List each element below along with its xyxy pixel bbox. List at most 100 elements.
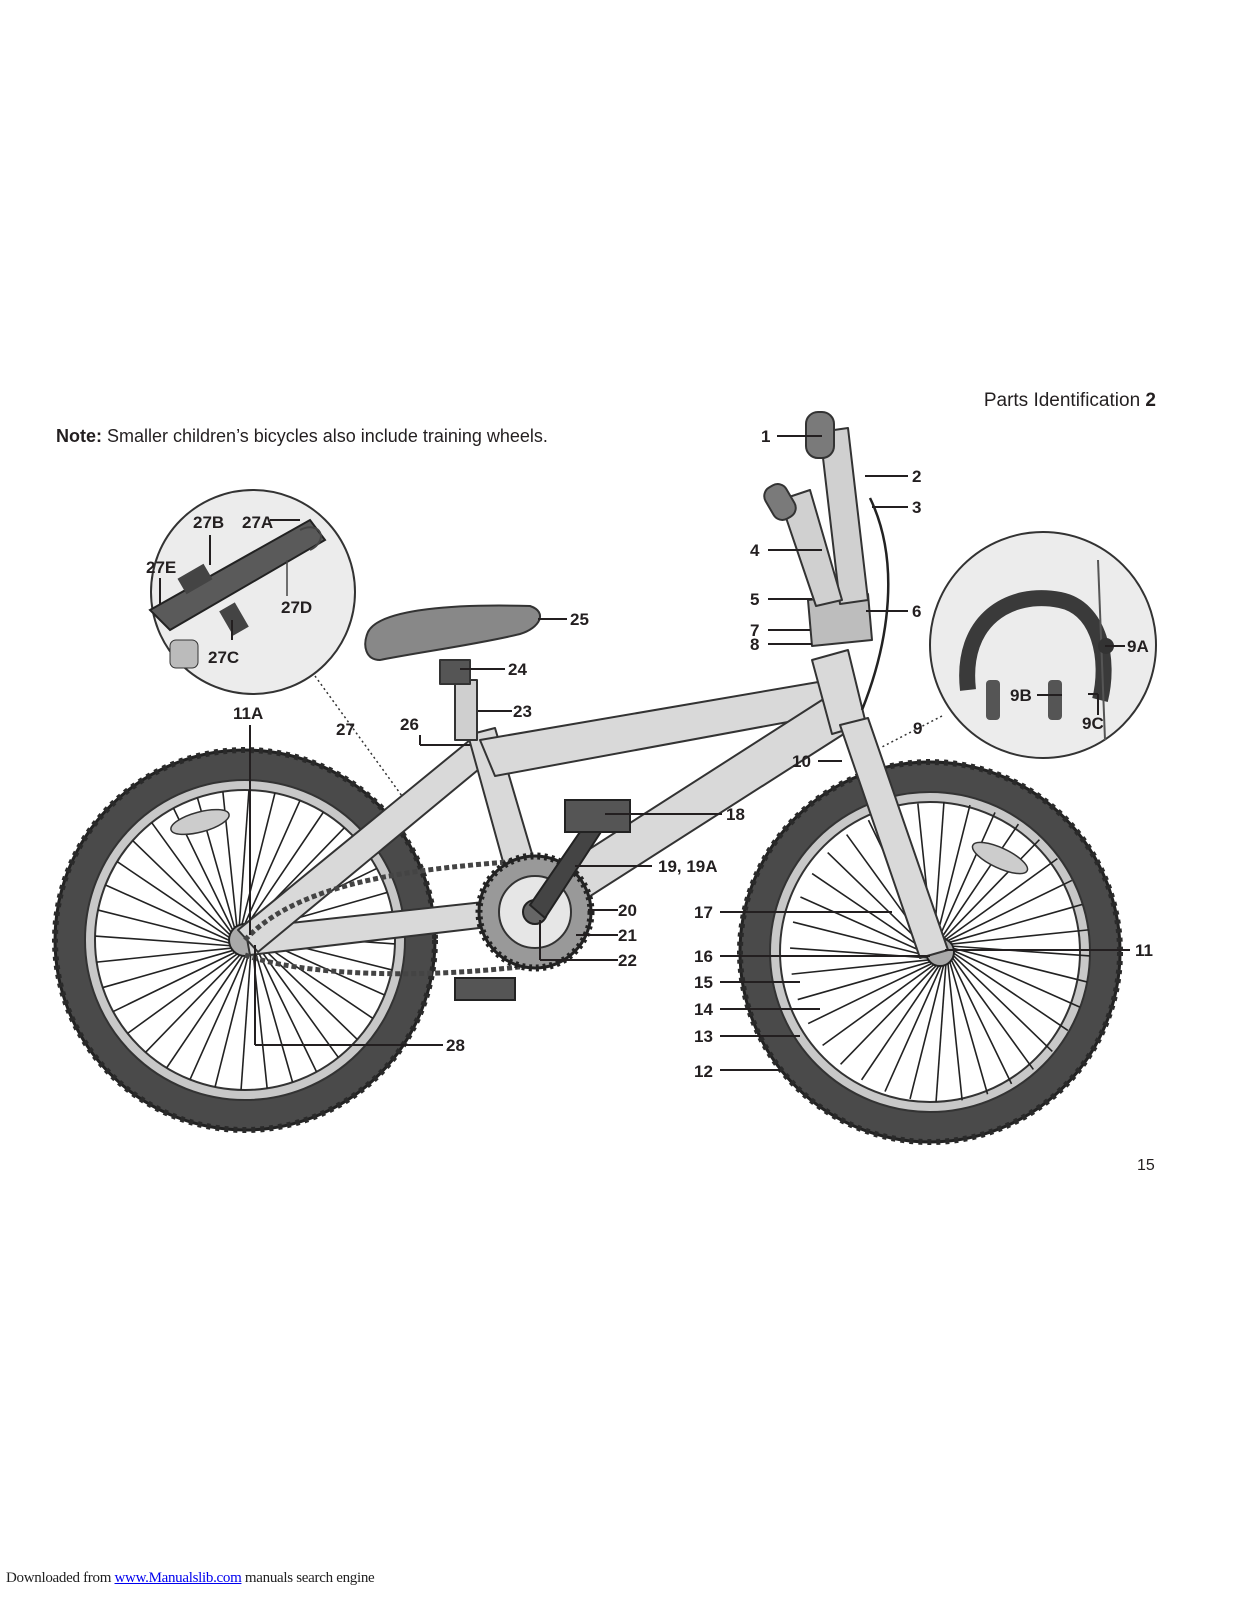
section-header: Parts Identification 2 [984, 390, 1156, 412]
page-number: 15 [1137, 1157, 1155, 1174]
label-27A: 27A [242, 513, 273, 532]
label-20: 20 [618, 901, 637, 920]
detail-circle-9 [929, 531, 1157, 759]
front-spoke [951, 953, 1053, 1052]
rear-spoke [189, 951, 248, 1080]
front-spoke [792, 921, 929, 957]
leader-lines [159, 435, 1130, 1071]
label-8: 8 [750, 635, 759, 654]
label-12: 12 [694, 1062, 713, 1081]
rear-spoke [112, 949, 240, 1013]
label-26: 26 [400, 715, 419, 734]
section-number: 2 [1145, 390, 1156, 411]
part-labels: 1 2 3 4 5 6 7 8 9 9A 9B 9C 10 11 11A 12 … [146, 427, 1153, 1081]
label-27B: 27B [193, 513, 224, 532]
label-7: 7 [750, 621, 759, 640]
label-27: 27 [336, 720, 355, 739]
rear-spoke [151, 822, 235, 937]
rear-spoke [116, 860, 234, 941]
label-14: 14 [694, 1000, 713, 1019]
detail-circle-27 [148, 489, 356, 695]
front-spoke [949, 929, 1089, 946]
front-spoke [797, 960, 933, 1001]
front-spoke [807, 961, 935, 1025]
label-21: 21 [618, 926, 637, 945]
front-spoke [939, 823, 1020, 941]
rear-spoke [96, 946, 236, 963]
front-spoke [951, 951, 1069, 1032]
label-25: 25 [570, 610, 589, 629]
section-title: Parts Identification [983, 390, 1141, 411]
label-4: 4 [750, 541, 760, 560]
front-spoke [949, 957, 1013, 1085]
label-27E: 27E [146, 558, 176, 577]
front-spoke [941, 839, 1040, 941]
rear-spoke [145, 951, 244, 1053]
label-23: 23 [513, 702, 532, 721]
label-13: 13 [694, 1027, 713, 1046]
label-17: 17 [694, 903, 713, 922]
rear-spoke [256, 939, 374, 1020]
front-spoke [937, 812, 996, 941]
rear-spoke [240, 950, 252, 1091]
label-10: 10 [792, 752, 811, 771]
front-spoke [791, 958, 931, 975]
front-spoke [840, 963, 939, 1065]
label-9C: 9C [1082, 714, 1104, 733]
label-5: 5 [750, 590, 759, 609]
label-19-19A: 19, 19A [658, 857, 718, 876]
label-18: 18 [726, 805, 745, 824]
label-15: 15 [694, 973, 713, 992]
front-spoke [946, 961, 963, 1101]
front-spoke [822, 962, 937, 1046]
rear-spoke [214, 951, 250, 1088]
front-spoke [947, 903, 1083, 944]
front-spoke [950, 955, 1034, 1070]
front-spoke [884, 963, 943, 1092]
label-6: 6 [912, 602, 921, 621]
footer-suffix: manuals search engine [244, 1570, 375, 1586]
label-9: 9 [913, 719, 922, 738]
front-spoke [948, 959, 989, 1095]
rear-spoke [132, 840, 234, 939]
label-9B: 9B [1010, 686, 1032, 705]
rear-spoke [253, 947, 294, 1083]
front-spoke [935, 804, 971, 941]
note-text: Smaller children’s bicycles also include… [107, 426, 548, 446]
label-22: 22 [618, 951, 637, 970]
label-3: 3 [912, 498, 921, 517]
front-spoke [945, 879, 1073, 943]
rear-spoke [165, 951, 246, 1069]
front-spoke [860, 963, 941, 1081]
rear-spoke [244, 811, 325, 929]
label-24: 24 [508, 660, 527, 679]
rear-spoke [127, 950, 242, 1034]
rear-spoke [238, 789, 250, 930]
label-27D: 27D [281, 598, 312, 617]
rear-spoke [97, 909, 234, 945]
drivetrain [243, 799, 631, 1001]
label-11: 11 [1135, 941, 1153, 960]
footer-prefix: Downloaded from [6, 1570, 112, 1586]
label-11A: 11A [233, 704, 263, 723]
front-spoke [951, 949, 1080, 1008]
label-9A: 9A [1127, 637, 1149, 656]
front-spoke [943, 858, 1058, 942]
label-28: 28 [446, 1036, 465, 1055]
label-16: 16 [694, 947, 713, 966]
rear-spoke [105, 884, 234, 943]
rear-spoke [94, 935, 235, 947]
label-2: 2 [912, 467, 921, 486]
detail-connectors [314, 675, 943, 797]
note: Note: Smaller children’s bicycles also i… [56, 426, 548, 447]
note-label: Note: [56, 426, 102, 446]
bicycle-frame [237, 411, 949, 959]
manualslib-link[interactable]: www.Manualslib.com [114, 1570, 242, 1586]
label-1: 1 [761, 427, 770, 446]
front-spoke [935, 962, 947, 1103]
front-spoke [800, 896, 929, 955]
footer: Downloaded from www.Manualslib.com manua… [6, 1570, 375, 1587]
label-27C: 27C [208, 648, 239, 667]
rear-spoke [254, 945, 318, 1073]
